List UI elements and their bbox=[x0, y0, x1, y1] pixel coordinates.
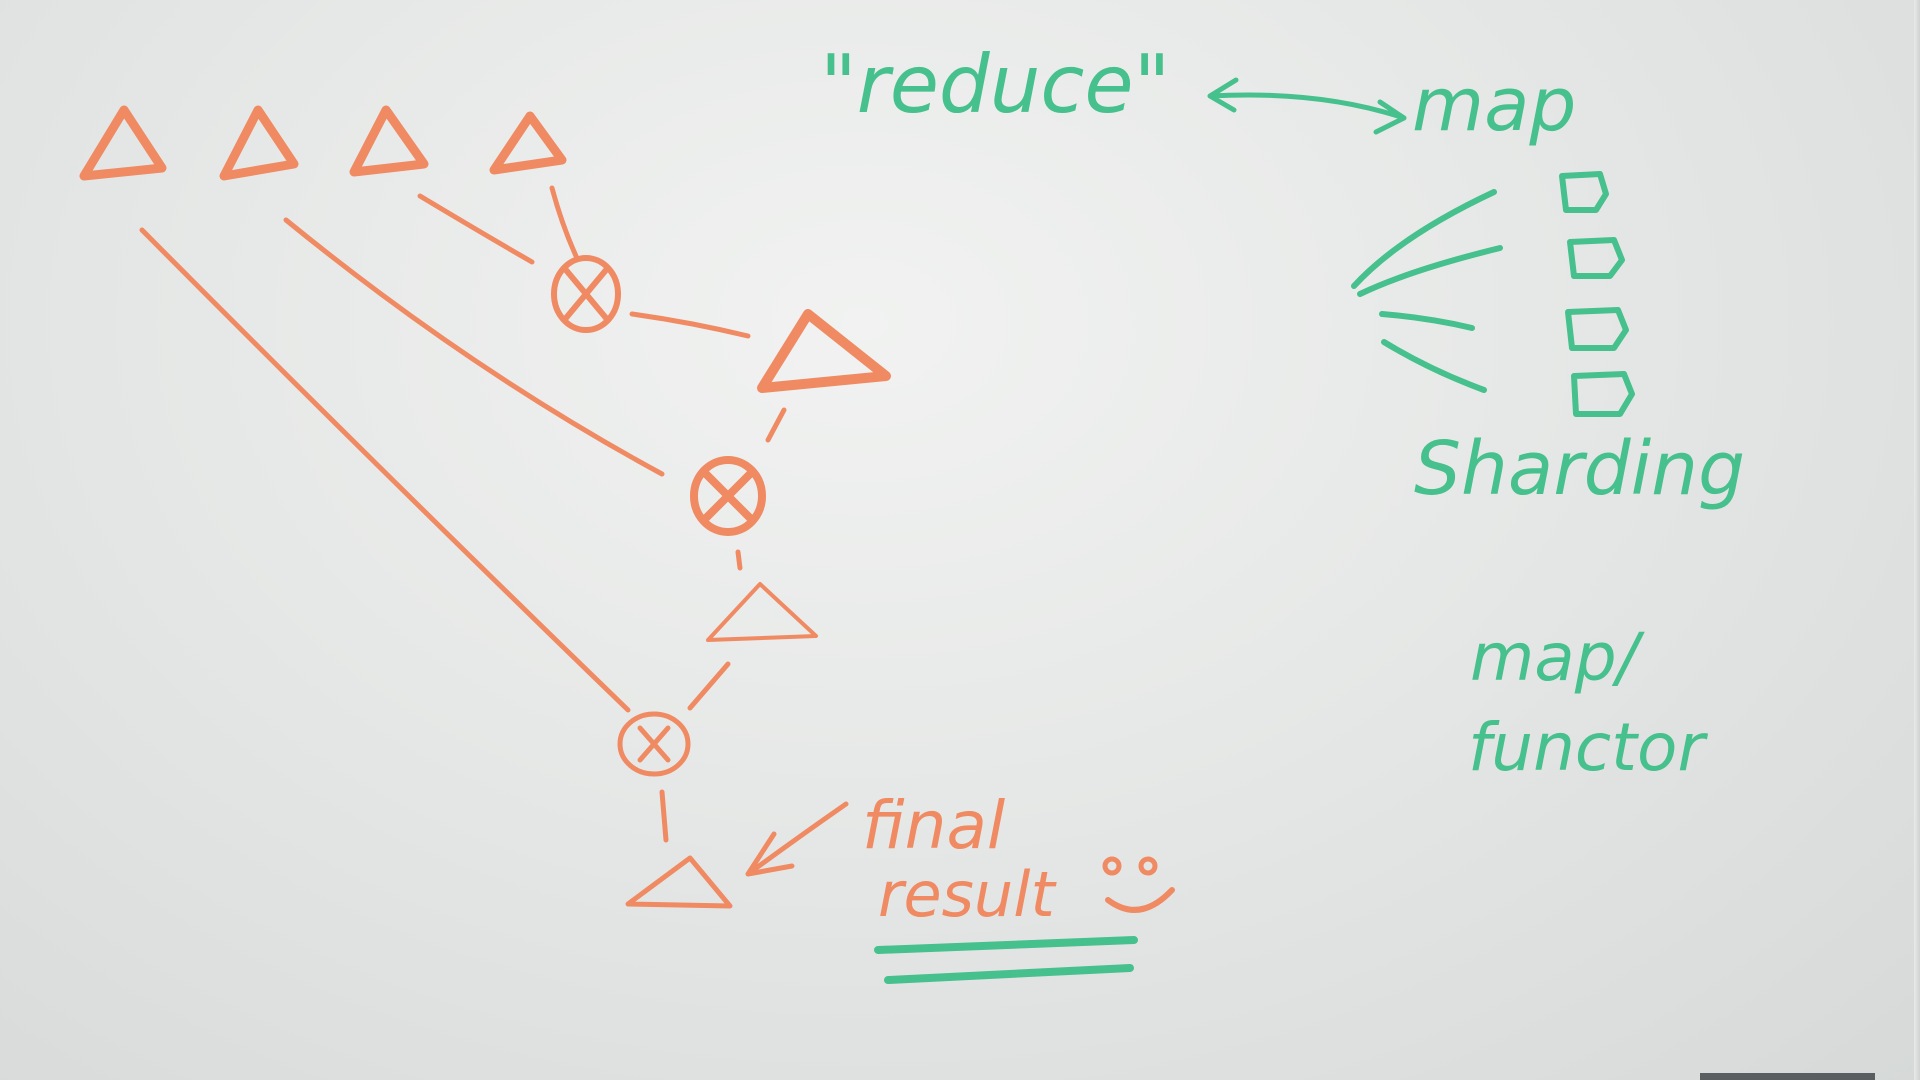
connector-line bbox=[765, 407, 787, 443]
intermediate-triangle-large bbox=[757, 309, 891, 393]
input-triangle-3 bbox=[349, 105, 429, 177]
shard-box-icon bbox=[1565, 307, 1629, 351]
input-triangle-2 bbox=[219, 105, 299, 181]
connector-line bbox=[735, 549, 743, 571]
map-functor-label-line2: functor bbox=[1468, 709, 1708, 786]
arrow-icon bbox=[745, 801, 849, 877]
final-result-triangle bbox=[625, 855, 733, 909]
connector-line bbox=[417, 193, 535, 265]
combine-operator-icon bbox=[617, 711, 691, 777]
connector-line bbox=[139, 227, 631, 713]
result-label: result bbox=[878, 858, 1057, 931]
map-label: map bbox=[1412, 62, 1576, 148]
underline-2 bbox=[884, 964, 1134, 984]
connector-line bbox=[549, 185, 579, 259]
combine-operator-icon bbox=[690, 456, 766, 536]
underline-1 bbox=[874, 936, 1138, 954]
shard-line bbox=[1379, 311, 1475, 331]
reduce-label: "reduce" bbox=[820, 38, 1170, 131]
shard-line bbox=[1357, 245, 1503, 297]
sharding-label: Sharding bbox=[1414, 426, 1745, 512]
combine-operator-icon bbox=[551, 255, 621, 333]
connector-line bbox=[629, 311, 751, 339]
whiteboard-frame-edge bbox=[1914, 0, 1920, 1080]
shard-box-icon bbox=[1567, 237, 1625, 279]
double-arrow-icon bbox=[1207, 77, 1407, 135]
connector-line bbox=[659, 789, 669, 843]
shard-line bbox=[1381, 339, 1487, 393]
input-triangle-1 bbox=[79, 105, 167, 181]
shard-box-icon bbox=[1559, 171, 1609, 213]
input-triangle-4 bbox=[489, 111, 567, 175]
smiley-face-icon bbox=[1102, 856, 1175, 913]
connector-line bbox=[687, 661, 731, 711]
final-label: final bbox=[862, 787, 1006, 864]
shard-line bbox=[1351, 189, 1497, 289]
shard-box-icon bbox=[1571, 371, 1635, 417]
board-tray-clip bbox=[1700, 1073, 1875, 1080]
connector-line bbox=[283, 217, 665, 477]
intermediate-triangle bbox=[706, 582, 818, 642]
map-functor-label-line1: map/ bbox=[1470, 619, 1646, 696]
